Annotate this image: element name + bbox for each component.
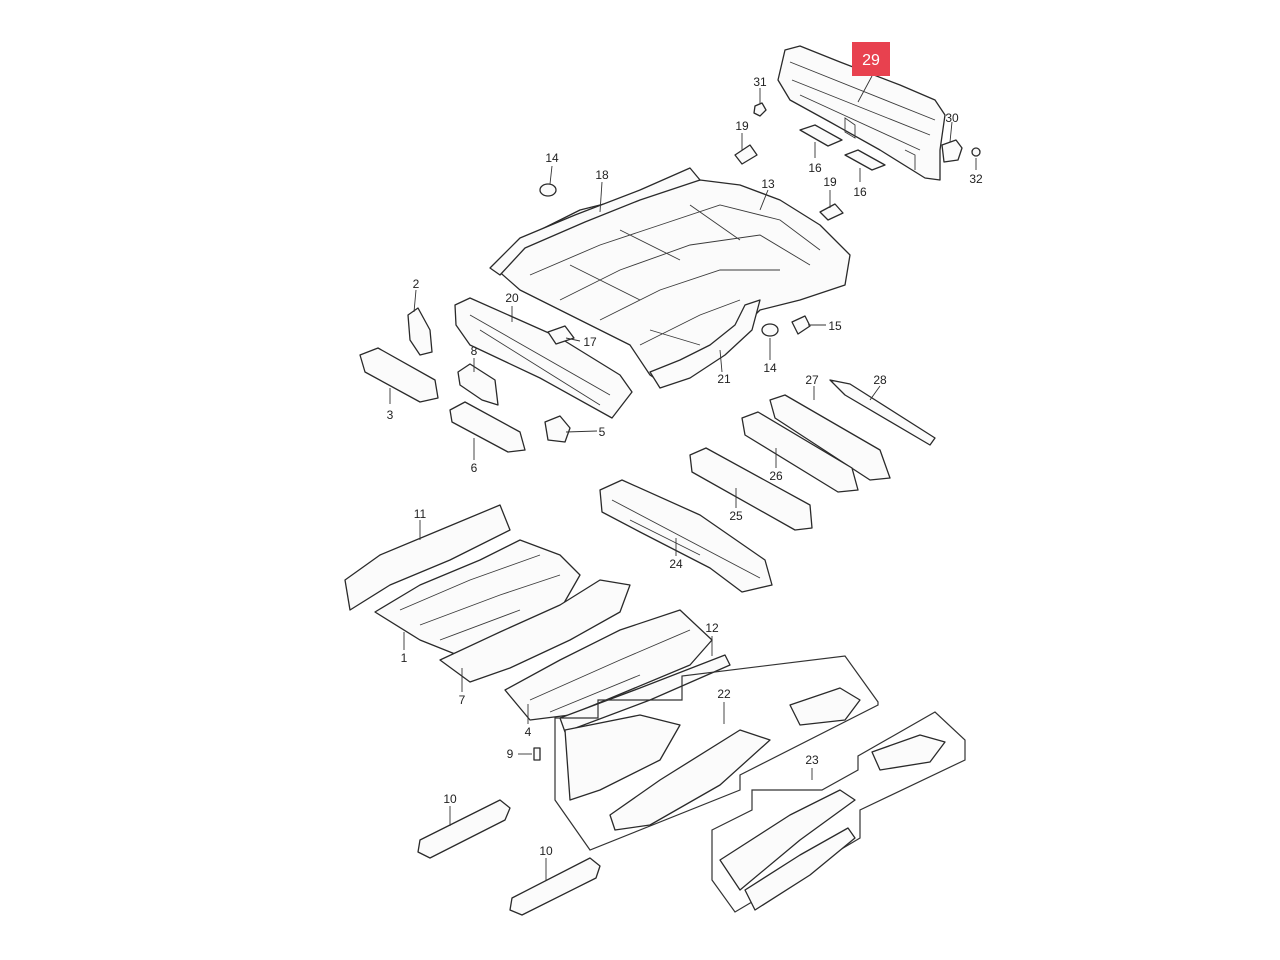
part-4-front-floor-pan[interactable] [504,609,713,721]
part-30-bracket[interactable] [941,139,963,163]
callout-26: 26 [769,469,783,483]
part-21-side-member[interactable] [649,299,761,389]
callout-20: 20 [505,291,519,305]
part-10-sill[interactable] [417,799,511,859]
part-25-rail[interactable] [689,447,813,531]
callout-10: 10 [443,792,457,806]
part-22-group-frame [554,655,879,851]
part-17-bracket[interactable] [547,325,575,345]
part-15-bracket[interactable] [791,315,811,335]
callout-12: 12 [705,621,719,635]
leader-lines [389,75,977,880]
part-3-crossmember[interactable] [359,347,439,403]
callout-29[interactable]: 29 [862,52,880,69]
part-5-bracket[interactable] [544,415,571,443]
callout-28: 28 [873,373,887,387]
part-32-bolt[interactable] [971,147,981,157]
callout-17: 17 [583,335,597,349]
callout-5: 5 [599,425,606,439]
callout-31: 31 [753,75,767,89]
callout-25: 25 [729,509,743,523]
callout-27: 27 [805,373,819,387]
part-16-reinforcement[interactable] [799,124,886,171]
callout-19: 19 [823,175,837,189]
callout-14: 14 [763,361,777,375]
part-29-rear-panel[interactable] [777,45,946,181]
part-28-rail[interactable] [829,379,936,446]
callout-4: 4 [525,725,532,739]
callout-22: 22 [717,687,731,701]
part-6-crossmember[interactable] [449,401,526,453]
callout-16: 16 [808,161,822,175]
callout-2: 2 [413,277,420,291]
callout-15: 15 [828,319,842,333]
part-18-side-member[interactable] [489,167,701,276]
part-20-crossmember[interactable] [454,297,633,419]
callout-11: 11 [414,507,427,521]
callout-3: 3 [387,408,394,422]
part-7-tunnel[interactable] [439,579,631,683]
highlight-callout-box[interactable] [852,42,890,76]
callout-8: 8 [471,344,478,358]
part-2-bracket[interactable] [407,307,433,356]
part-8-bracket[interactable] [457,363,499,406]
part-11-side-panel[interactable] [344,504,511,611]
callout-30: 30 [945,111,959,125]
callout-23: 23 [805,753,819,767]
part-22-member[interactable] [564,687,861,831]
part-31-clip[interactable] [753,102,767,117]
part-10-sill[interactable] [509,857,601,916]
part-26-rail[interactable] [741,411,859,493]
callout-14: 14 [545,151,559,165]
part-19-bracket[interactable] [734,144,844,221]
callout-1: 1 [401,651,408,665]
part-24-crossmember[interactable] [599,479,773,593]
part-14-grommet[interactable] [539,183,779,337]
callout-9: 9 [507,747,514,761]
part-23-member[interactable] [719,734,946,911]
callout-7: 7 [459,693,466,707]
callout-32: 32 [969,172,983,186]
callout-13: 13 [761,177,775,191]
callout-21: 21 [717,372,731,386]
callout-6: 6 [471,461,478,475]
callout-24: 24 [669,557,683,571]
callout-labels: 29 31 19 30 16 16 19 32 14 18 13 2 20 17… [387,42,983,858]
part-27-rail[interactable] [769,394,891,481]
callout-19: 19 [735,119,749,133]
callout-10: 10 [539,844,553,858]
callout-16: 16 [853,185,867,199]
part-9-bolt[interactable] [533,747,541,761]
callout-18: 18 [595,168,609,182]
